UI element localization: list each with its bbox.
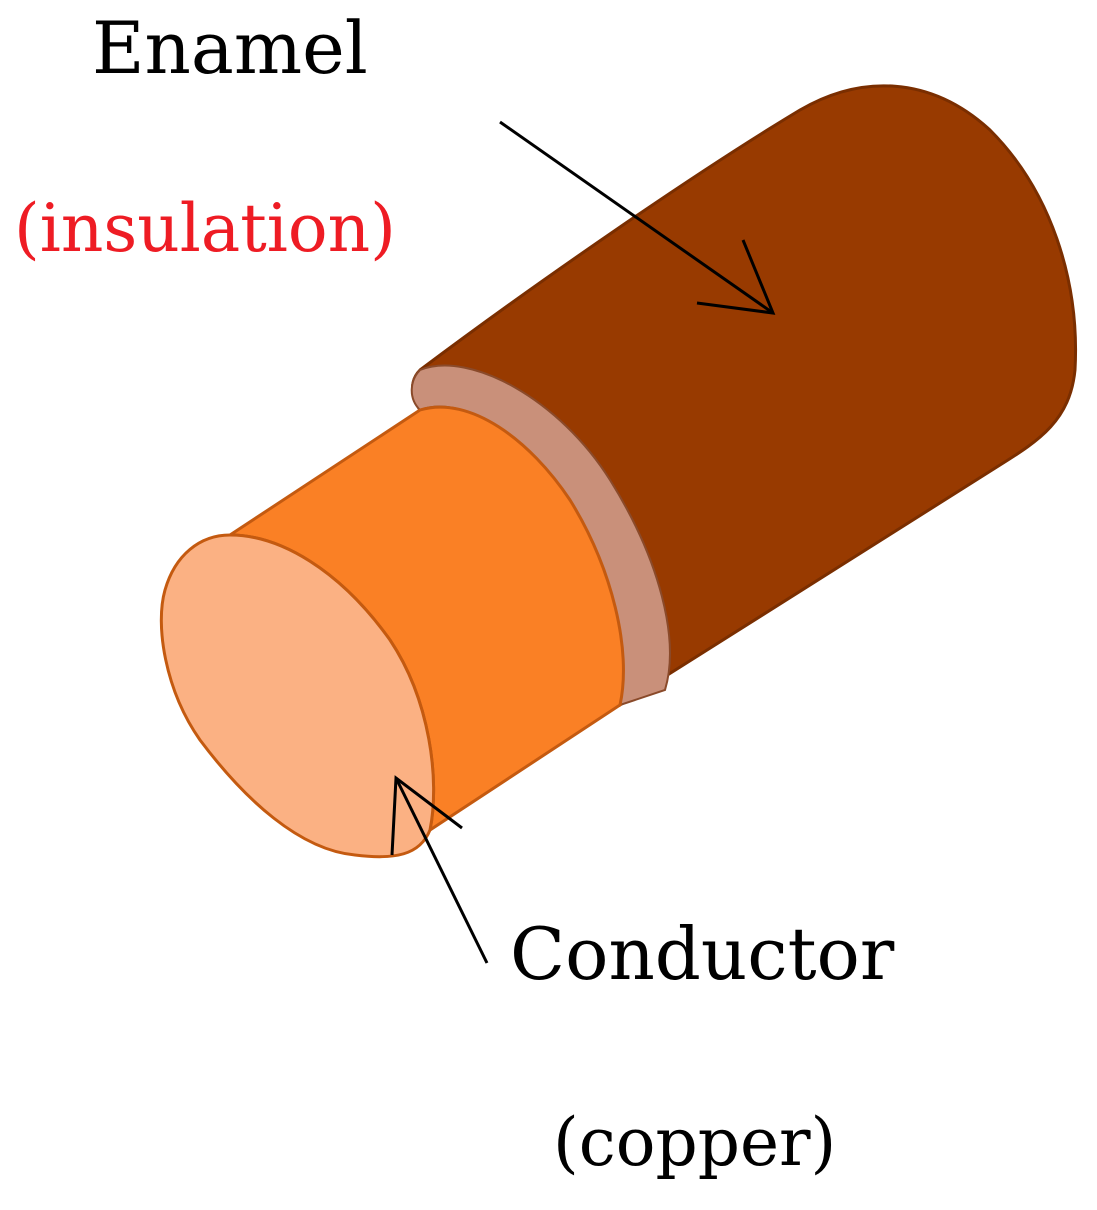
enamel-label: Enamel	[92, 6, 368, 90]
copper-label: (copper)	[553, 1104, 837, 1181]
conductor-arrow	[390, 775, 489, 964]
enamel-arrow	[499, 120, 776, 315]
conductor-face	[159, 533, 436, 859]
insulation-label: (insulation)	[14, 190, 396, 267]
conductor-label: Conductor	[510, 912, 895, 996]
